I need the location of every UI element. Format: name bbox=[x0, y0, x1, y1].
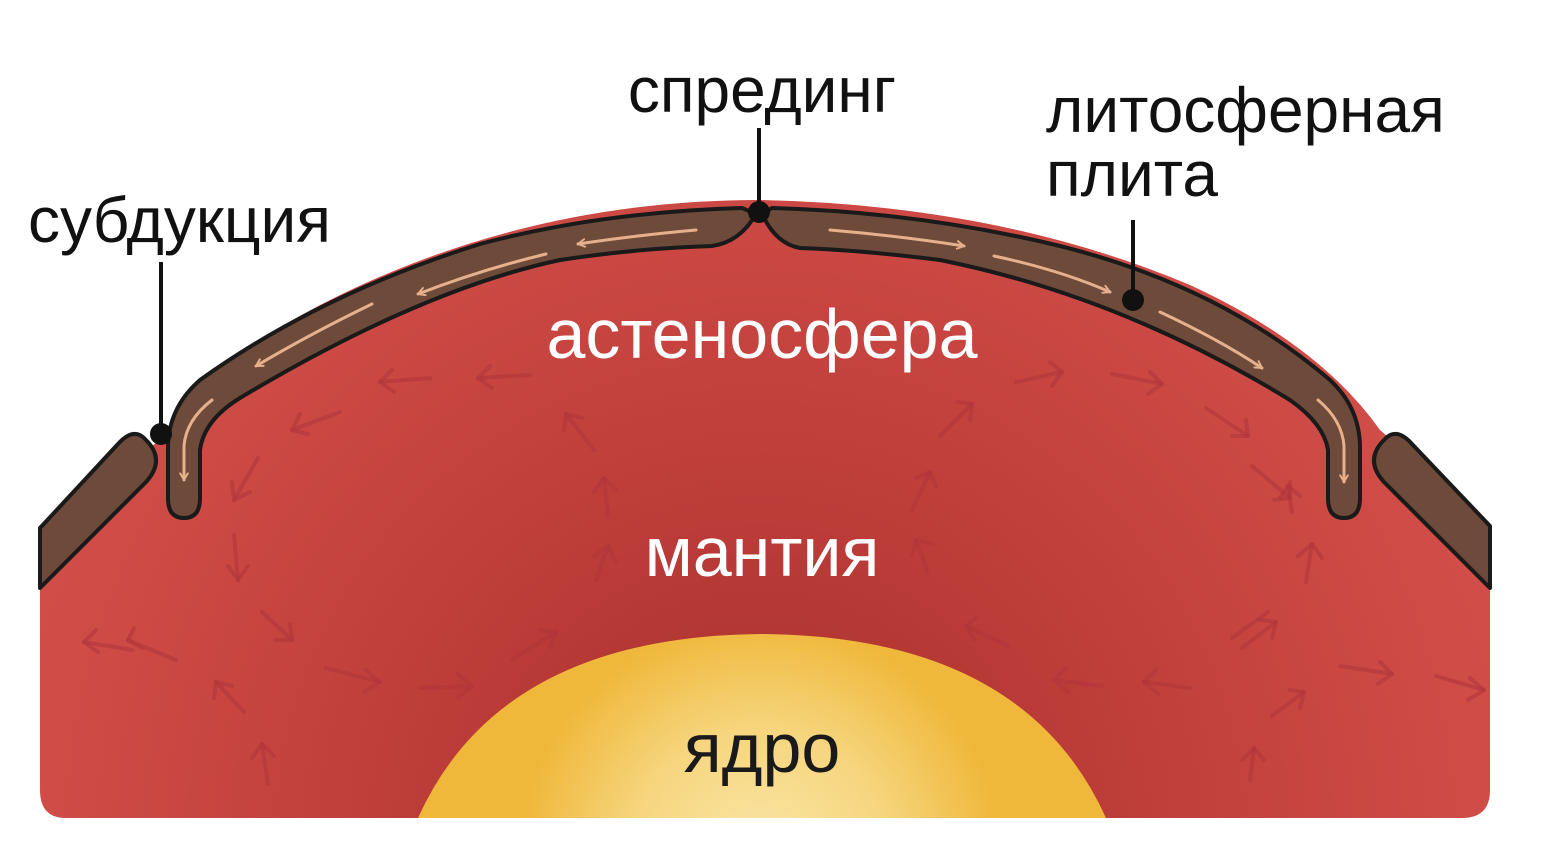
asthenosphere-label: астеносфера bbox=[546, 295, 977, 373]
lithosphere-dot bbox=[1122, 289, 1144, 311]
core-label: ядро bbox=[684, 709, 841, 787]
spreading-label: спрединг bbox=[628, 54, 896, 126]
subduction-dot bbox=[150, 423, 172, 445]
lithospheric-plate-label-line2: плита bbox=[1046, 138, 1218, 210]
lithospheric-plate-label-line1: литосферная bbox=[1046, 74, 1445, 146]
mantle-label: мантия bbox=[645, 513, 880, 591]
spreading-dot bbox=[748, 201, 770, 223]
subduction-label: субдукция bbox=[28, 184, 331, 256]
